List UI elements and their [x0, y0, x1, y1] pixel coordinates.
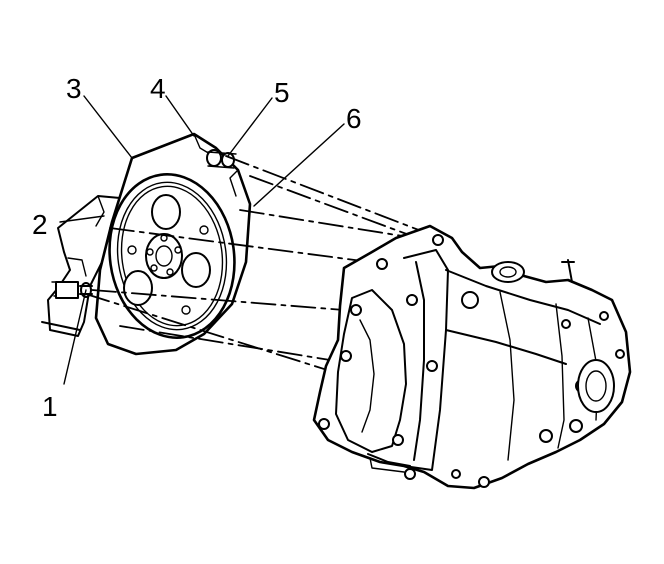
leader-lines [59, 95, 345, 385]
transaxle [312, 224, 632, 490]
leader-5 [227, 97, 273, 157]
alignment-lines [85, 155, 441, 375]
callout-1: 1 [42, 391, 58, 422]
leader-3 [83, 95, 133, 159]
flexplate [108, 173, 236, 339]
leader-1 [63, 289, 87, 385]
upper-dowel [206, 149, 237, 169]
callout-2: 2 [32, 209, 48, 240]
callout-3: 3 [66, 73, 82, 104]
leader-2 [59, 215, 105, 223]
callout-6: 6 [346, 103, 362, 134]
callout-4: 4 [150, 73, 166, 104]
leader-6 [253, 123, 345, 207]
leader-4 [165, 95, 195, 137]
engine-block [41, 195, 127, 337]
callout-5: 5 [274, 77, 290, 108]
